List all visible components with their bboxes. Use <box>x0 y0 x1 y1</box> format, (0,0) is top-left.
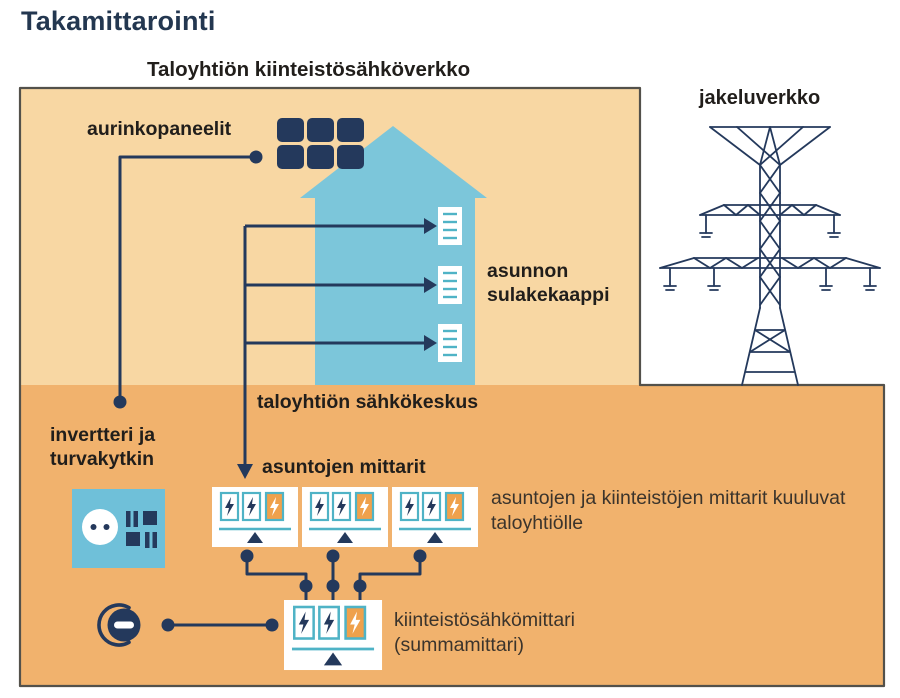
apartment-meter-icons <box>212 487 478 547</box>
electricity-meter-icon <box>212 487 298 547</box>
apartment-meters-label: asuntojen mittarit <box>262 456 426 478</box>
main-meter-label: kiinteistösähkömittari (summamittari) <box>394 609 575 656</box>
electricity-meter-icon <box>302 487 388 547</box>
power-pylon-icon <box>659 126 881 386</box>
fuse-cabinet-icon <box>436 205 464 364</box>
page-title: Takamittarointi <box>21 6 216 36</box>
main-meter-icon <box>284 600 382 670</box>
solar-to-inverter-line <box>113 150 263 409</box>
fusebox-label: asunnon sulakekaappi <box>487 260 610 306</box>
network-label: Taloyhtiön kiinteistösähköverkko <box>147 58 471 81</box>
inverter-label: invertteri ja turvakytkin <box>50 424 156 470</box>
inverter-socket-icon <box>72 489 165 568</box>
switch-to-meter-line <box>161 618 279 632</box>
meter-bus-lines <box>240 549 427 600</box>
grid-label: jakeluverkko <box>699 87 821 109</box>
ownership-note: asuntojen ja kiinteistöjen mittarit kuul… <box>491 487 846 534</box>
switchboard-feed-lines <box>237 218 437 479</box>
switchboard-label: taloyhtiön sähkökeskus <box>257 391 479 413</box>
electricity-meter-icon <box>392 487 478 547</box>
main-switch-icon <box>97 603 141 647</box>
solar-panel-grid-icon <box>277 118 364 169</box>
solar-label: aurinkopaneelit <box>87 118 232 140</box>
